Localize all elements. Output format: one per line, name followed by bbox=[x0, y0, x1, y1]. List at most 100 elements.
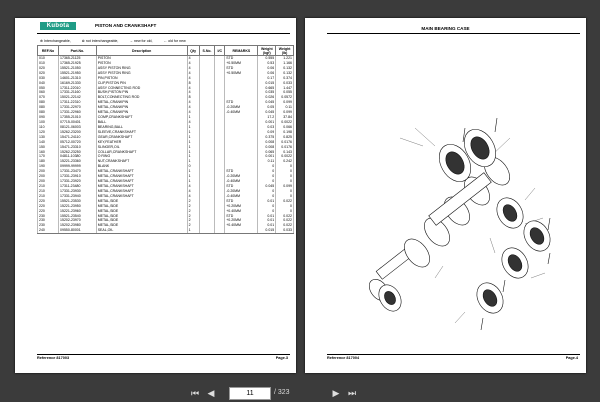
table-cell: 1 bbox=[186, 139, 200, 145]
previous-page-button[interactable]: ◀ bbox=[207, 388, 215, 398]
table-cell: 0.0022 bbox=[275, 119, 294, 125]
table-cell: 220 bbox=[36, 203, 60, 209]
bearing-rings bbox=[378, 129, 551, 314]
table-cell: 1.221 bbox=[275, 55, 294, 61]
table-cell: 040 bbox=[36, 80, 60, 86]
table-cell: 4 bbox=[186, 60, 200, 66]
table-cell: 2 bbox=[186, 203, 200, 209]
table-cell bbox=[224, 85, 259, 91]
table-cell: 160 bbox=[36, 149, 60, 155]
table-cell bbox=[214, 228, 226, 235]
table-cell: 4 bbox=[186, 100, 200, 106]
table-cell: -0.20MM bbox=[224, 174, 259, 180]
col-header: I/C bbox=[214, 45, 226, 56]
table-cell: 200 bbox=[36, 174, 60, 180]
next-page-button[interactable]: ▶ bbox=[332, 388, 340, 398]
table-cell: 110 bbox=[36, 124, 60, 130]
table-cell: 0 bbox=[186, 164, 200, 170]
header-divider bbox=[327, 33, 580, 34]
table-cell: 210 bbox=[36, 193, 60, 199]
table-cell bbox=[224, 144, 259, 150]
table-cell: 130 bbox=[36, 134, 60, 140]
table-cell: 0 bbox=[275, 203, 294, 209]
table-cell: STD bbox=[224, 169, 259, 175]
table-cell: 200 bbox=[36, 169, 60, 175]
parts-table: REF.No Part.No. Description Qty S.No. I/… bbox=[36, 45, 294, 235]
table-cell: 230 bbox=[36, 223, 60, 229]
interchange-legend: ⊕ Interchangeable, ⊗ not interchangeable… bbox=[40, 39, 196, 43]
table-cell: 1 bbox=[186, 174, 200, 180]
col-header: REF.No bbox=[36, 45, 60, 56]
table-cell: 4 bbox=[186, 119, 200, 125]
first-page-button[interactable]: ⏮ bbox=[190, 388, 200, 398]
table-cell: 2 bbox=[186, 218, 200, 224]
table-cell: 8 bbox=[186, 95, 200, 101]
reference-number: Reference 817004 bbox=[327, 356, 360, 360]
table-cell: 0 bbox=[275, 188, 294, 194]
table-cell: 4 bbox=[186, 85, 200, 91]
table-cell: 0.0176 bbox=[275, 144, 294, 150]
col-header: S.No. bbox=[198, 45, 216, 56]
table-cell bbox=[224, 139, 259, 145]
table-cell: 1 bbox=[186, 228, 200, 235]
table-cell: 0.033 bbox=[275, 228, 294, 235]
table-cell: -0.20MM bbox=[224, 105, 259, 111]
table-cell: 020 bbox=[36, 65, 60, 71]
table-cell: 170 bbox=[36, 154, 60, 160]
exploded-view-diagram bbox=[368, 117, 551, 331]
table-cell: 0.0176 bbox=[275, 139, 294, 145]
table-cell: 0.11 bbox=[275, 105, 294, 111]
table-cell: 1 bbox=[186, 154, 200, 160]
reference-number: Reference 817003 bbox=[37, 356, 70, 360]
legend-item: → new for old, bbox=[129, 39, 153, 43]
table-cell: 4 bbox=[186, 188, 200, 194]
last-page-button[interactable]: ⏭ bbox=[347, 388, 357, 398]
table-cell: 0.374 bbox=[275, 75, 294, 81]
table-cell: 150 bbox=[36, 144, 60, 150]
table-cell: 080 bbox=[36, 100, 60, 106]
table-cell bbox=[224, 159, 259, 165]
table-cell: 0 bbox=[275, 179, 294, 184]
table-cell bbox=[224, 228, 259, 235]
table-cell: 080 bbox=[36, 110, 60, 116]
table-cell bbox=[224, 80, 259, 86]
legend-item: ⊕ Interchangeable, bbox=[40, 39, 71, 43]
table-cell: 37.84 bbox=[275, 115, 294, 120]
table-cell: STD bbox=[224, 100, 259, 106]
viewer-toolbar: ⏮ ◀ 11 / 323 ▶ ⏭ bbox=[0, 384, 600, 402]
table-cell: 0.099 bbox=[275, 183, 294, 189]
table-cell bbox=[224, 115, 259, 120]
table-cell: STD bbox=[224, 198, 259, 204]
page-title: PISTON AND CRANKSHAFT bbox=[95, 23, 157, 28]
table-cell: 1 bbox=[186, 129, 200, 135]
crankshaft bbox=[368, 156, 510, 301]
table-cell: 140 bbox=[36, 139, 60, 145]
col-header: Qty bbox=[186, 45, 200, 56]
table-cell: 020 bbox=[36, 70, 60, 76]
table-cell: 050 bbox=[36, 85, 60, 91]
table-cell: 4 bbox=[186, 183, 200, 189]
table-cell: -0.40MM bbox=[224, 110, 259, 116]
table-cell: 0.015 bbox=[257, 228, 277, 235]
page-number-input[interactable]: 11 bbox=[229, 387, 271, 400]
